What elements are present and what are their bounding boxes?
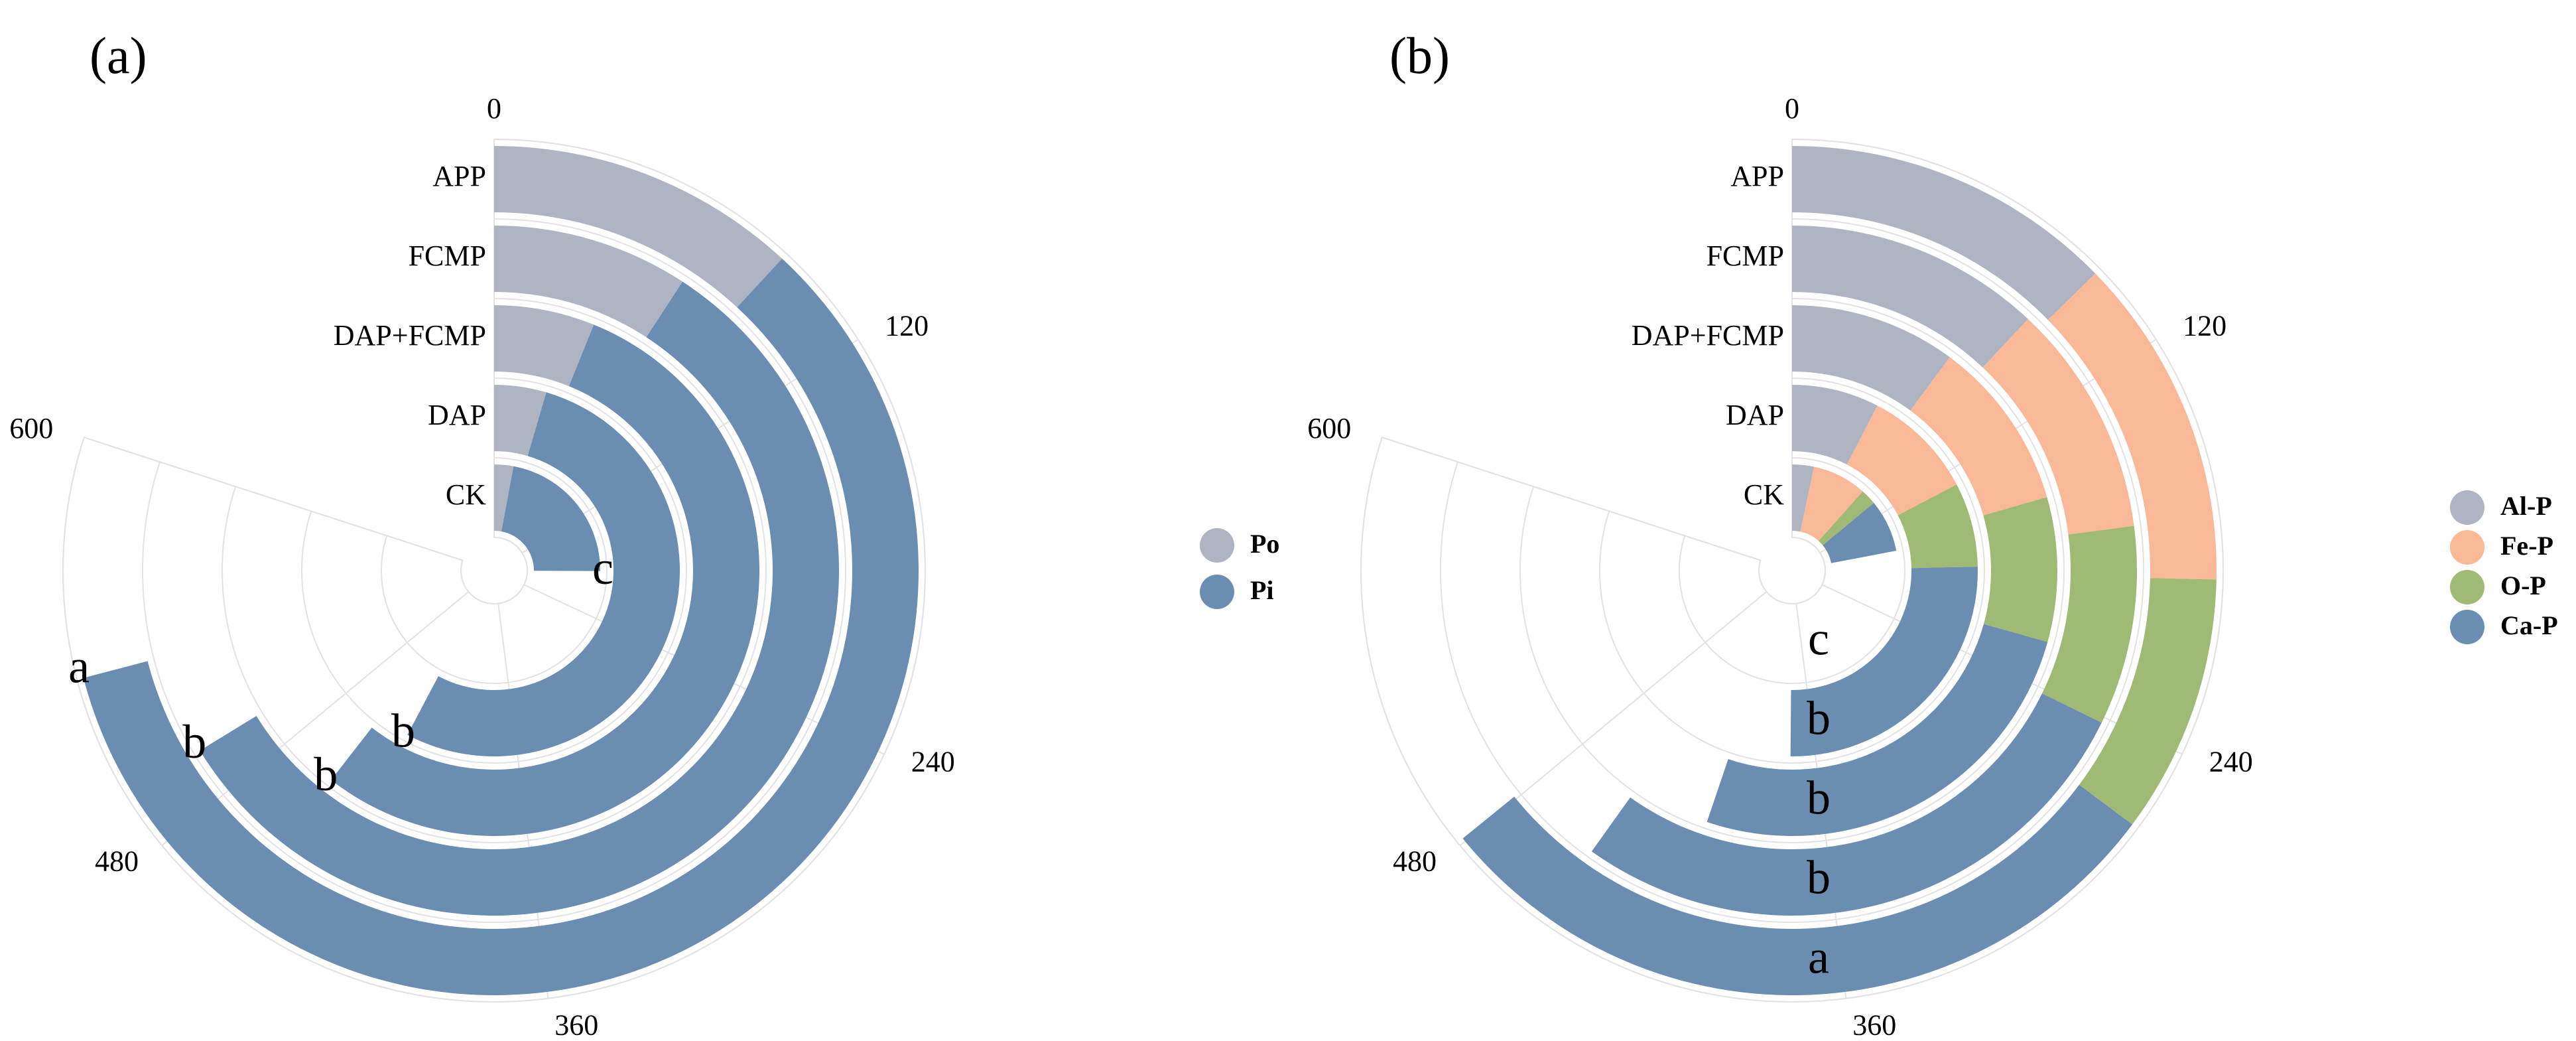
axis-tick-label: 600: [9, 412, 53, 445]
bar-o-p-fcmp: [2041, 525, 2137, 723]
category-label: CK: [446, 478, 486, 511]
legend-marker: [1200, 575, 1234, 609]
bar-al-p-app: [1792, 146, 2096, 320]
panel-b: (b) 0 120 240 360 480 600 APP a FCMP b DAP+FCMP b DAP…: [1307, 27, 2558, 1041]
category-label: FCMP: [1707, 240, 1784, 272]
bar-al-p-dap-fcmp: [1792, 305, 1950, 411]
legend-marker: [2450, 610, 2484, 644]
legend-label: Po: [1250, 529, 1279, 559]
axis-tick-label: 360: [1852, 1009, 1896, 1038]
bar-o-p-dap: [1898, 484, 1978, 569]
grid-ring: [1599, 378, 1985, 764]
significance-letter: c: [592, 541, 613, 594]
panel-a: (a) 0 120 240 360 480 600 APP a FCMP b DAP+FCMP b DAP…: [9, 27, 1279, 1041]
bar-fe-p-app: [2047, 273, 2217, 580]
bar-fe-p-dap: [1846, 405, 1957, 516]
axis-tick-label: 0: [1785, 92, 1799, 125]
category-label: APP: [432, 160, 486, 192]
category-label: FCMP: [409, 240, 486, 272]
legend-marker: [2450, 530, 2484, 565]
legend-label: Fe-P: [2500, 531, 2553, 561]
axis-tick-label: 600: [1307, 412, 1351, 445]
bars: [1462, 146, 2217, 996]
grid-ring: [1758, 537, 1826, 604]
axis-tick-label: 480: [95, 845, 139, 878]
bar-po-app: [494, 146, 783, 308]
axis-tick-label: 360: [554, 1009, 598, 1038]
bar-ca-p-ck: [1823, 503, 1897, 563]
bar-ca-p-dap: [1790, 567, 1978, 756]
grid-ring: [1519, 298, 2065, 843]
category-label: CK: [1744, 478, 1784, 511]
category-label: DAP: [428, 399, 486, 431]
grid-ring: [1679, 457, 1905, 684]
legend-marker: [1200, 528, 1234, 563]
panel-label: (a): [90, 27, 147, 84]
significance-letter: b: [314, 748, 338, 801]
significance-letter: c: [1808, 612, 1829, 665]
bar-ca-p-fcmp: [1591, 693, 2102, 916]
legend-label: Ca-P: [2500, 610, 2558, 640]
bar-po-dap: [494, 385, 547, 456]
axis-tick-label: 240: [2209, 746, 2253, 778]
significance-letter: b: [182, 715, 206, 768]
legend-marker: [2450, 570, 2484, 604]
significance-letter: b: [391, 704, 415, 757]
category-label: DAP+FCMP: [334, 319, 486, 352]
legend: Al-P Fe-P O-P Ca-P: [2450, 490, 2558, 644]
bar-po-ck: [494, 464, 514, 532]
legend-marker: [2450, 490, 2484, 525]
bar-al-p-fcmp: [1792, 226, 2028, 368]
significance-letter: b: [1807, 772, 1831, 825]
significance-letter: b: [1807, 851, 1831, 904]
bar-pi-app: [83, 258, 919, 996]
bar-fe-p-dap-fcmp: [1910, 357, 2047, 516]
bar-ca-p-dap-fcmp: [1707, 624, 2048, 836]
bars: [83, 146, 919, 996]
bar-fe-p-ck: [1800, 466, 1863, 541]
significance-letter: a: [68, 640, 90, 693]
grid-ring: [62, 139, 926, 1003]
bar-o-p-app: [2079, 578, 2217, 825]
bar-po-fcmp: [494, 226, 683, 338]
bar-pi-dap: [407, 392, 680, 756]
category-label: DAP+FCMP: [1632, 319, 1784, 352]
grid-ring: [1440, 218, 2144, 923]
grid-spoke: [1382, 437, 1761, 561]
grid-ring: [222, 298, 767, 843]
significance-letter: a: [1808, 931, 1829, 984]
axis-tick-label: 480: [1393, 845, 1437, 878]
panel-label: (b): [1389, 27, 1450, 84]
legend-label: O-P: [2500, 571, 2546, 600]
bar-al-p-dap: [1792, 385, 1878, 465]
axis-tick-label: 120: [2183, 310, 2226, 342]
bar-al-p-ck: [1792, 464, 1815, 532]
bar-pi-ck: [501, 466, 600, 571]
axis-tick-label: 120: [885, 310, 929, 342]
grid-spoke: [84, 437, 463, 561]
bar-po-dap-fcmp: [494, 305, 594, 387]
axis-tick-label: 0: [487, 92, 501, 125]
legend-label: Al-P: [2500, 491, 2552, 521]
category-label: DAP: [1726, 399, 1784, 431]
grid-ring: [381, 457, 608, 684]
bar-o-p-dap-fcmp: [1983, 497, 2057, 642]
significance-letter: b: [1807, 692, 1831, 745]
grid-ring: [460, 537, 528, 604]
grid-ring: [301, 378, 687, 764]
grid-ring: [142, 218, 846, 923]
legend-label: Pi: [1250, 575, 1274, 605]
bar-pi-dap-fcmp: [331, 324, 759, 836]
grid-ring: [1360, 139, 2224, 1003]
axis-tick-label: 240: [911, 746, 955, 778]
bar-o-p-ck: [1818, 491, 1874, 545]
category-label: APP: [1730, 160, 1784, 192]
bar-ca-p-app: [1462, 784, 2133, 996]
bar-fe-p-fcmp: [1982, 318, 2134, 535]
